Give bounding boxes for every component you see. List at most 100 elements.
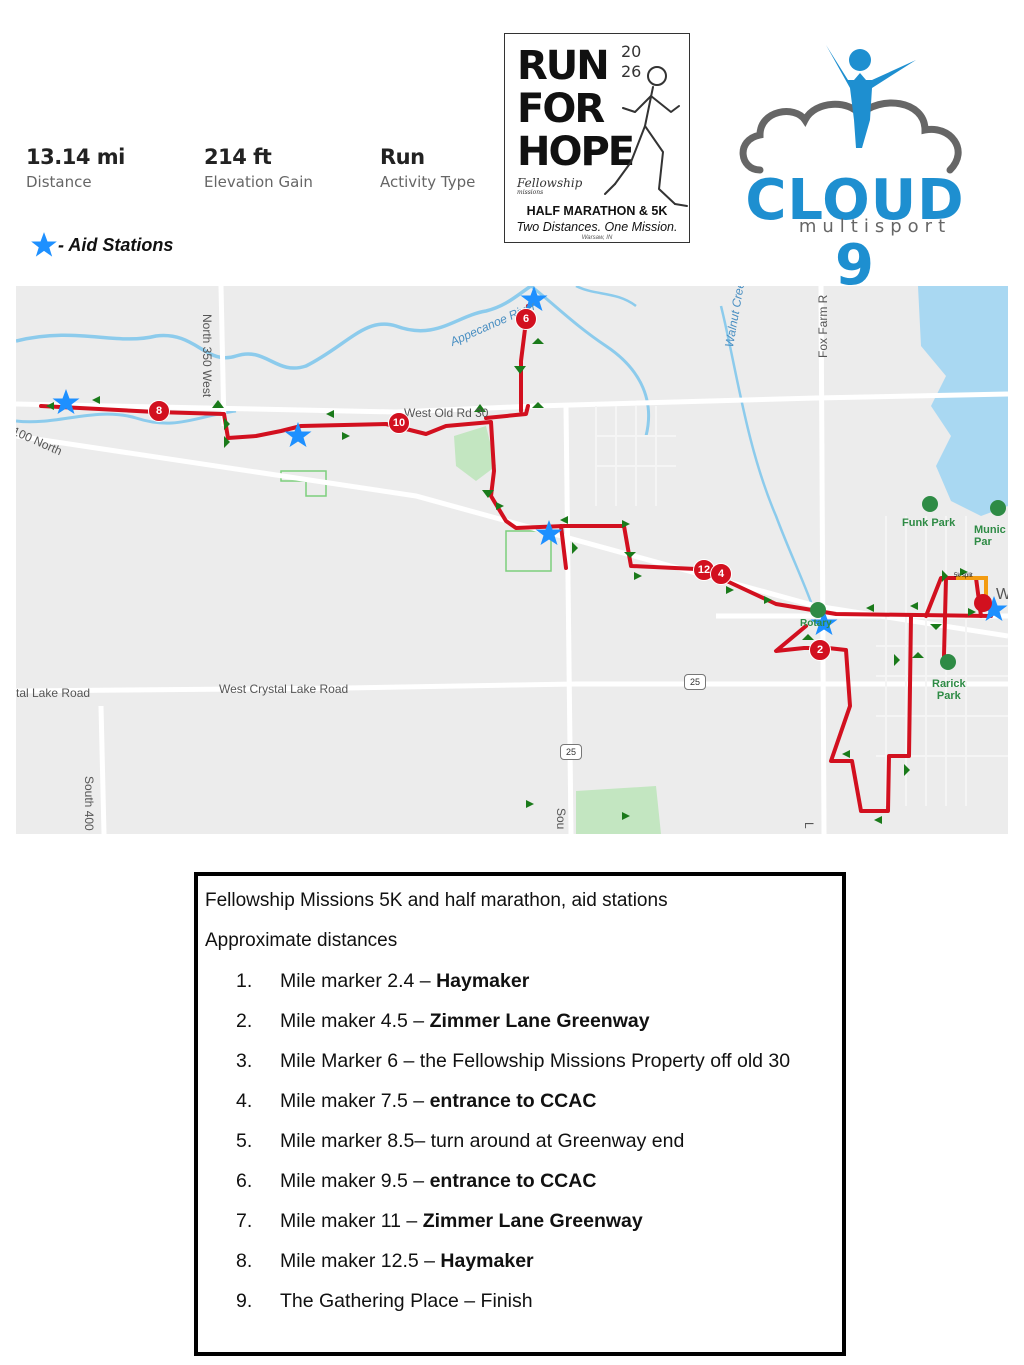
mile-marker: 4: [710, 563, 732, 585]
station-item: 3. Mile Marker 6 – the Fellowship Mission…: [236, 1050, 790, 1073]
direction-arrows: [46, 338, 976, 824]
logo-line: HOPE: [517, 129, 635, 175]
logo-line: FOR: [517, 86, 605, 132]
split-label: 5k split: [954, 573, 973, 579]
stat-elevation: 214 ft Elevation Gain: [204, 145, 374, 191]
station-location: Haymaker: [440, 1250, 534, 1272]
mile-marker: 8: [148, 400, 170, 422]
highway-shield: 25: [684, 674, 706, 690]
station-item: 2. Mile maker 4.5 – Zimmer Lane Greenway: [236, 1010, 650, 1033]
station-text: Mile maker 11 –: [280, 1210, 423, 1232]
station-text: Mile maker 12.5 –: [280, 1250, 441, 1272]
station-number: 8.: [236, 1250, 253, 1272]
mile-marker: 10: [388, 412, 410, 434]
station-item: 1.Mile marker 2.4 – Haymaker: [236, 970, 529, 993]
finish-marker: [974, 594, 992, 612]
station-number: 5.: [236, 1130, 253, 1152]
river: [530, 286, 651, 437]
river: [575, 286, 637, 308]
stat-label: Elevation Gain: [204, 173, 313, 191]
park-area: [576, 786, 661, 834]
cloud9-sub: multisport: [798, 216, 952, 237]
station-item: 8. Mile maker 12.5 – Haymaker: [236, 1250, 534, 1273]
road-label: Sou: [554, 808, 568, 830]
park-area: [280, 470, 327, 497]
road-label: North 350 West: [200, 314, 214, 398]
logo-tagline: Two Distances. One Mission.: [516, 220, 678, 234]
logo-org-sub: missions: [517, 189, 544, 196]
station-location: Zimmer Lane Greenway: [429, 1010, 650, 1032]
station-text: Mile marker 2.4 –: [280, 970, 437, 992]
station-text: Mile marker 8.5– turn around at Greenway…: [280, 1130, 685, 1152]
station-text: Mile Marker 6 – the Fellowship Missions …: [280, 1050, 791, 1072]
river: [16, 286, 532, 370]
station-location: Zimmer Lane Greenway: [422, 1210, 643, 1232]
info-subtitle: Approximate distances: [205, 930, 398, 951]
road-label: West Crystal Lake Road: [219, 682, 349, 696]
station-text: The Gathering Place – Finish: [280, 1290, 533, 1312]
stat-value: 13.14 mi: [26, 145, 125, 169]
lake: [918, 286, 1008, 516]
aid-station-legend: - Aid Stations: [30, 231, 173, 259]
mile-marker: 2: [809, 639, 831, 661]
star-icon: [31, 232, 57, 257]
town-label: W: [996, 586, 1008, 603]
logo-org: Fellowship: [517, 176, 583, 190]
run-for-hope-logo: RUN FOR HOPE 20 26 Fellowship missions H…: [504, 33, 690, 243]
station-number: 9.: [236, 1290, 253, 1312]
station-number: 6.: [236, 1170, 253, 1192]
station-item: 9. The Gathering Place – Finish: [236, 1290, 533, 1313]
logo-year: 20: [621, 42, 642, 61]
creek: [719, 305, 818, 617]
station-item: 6. Mile maker 9.5 – entrance to CCAC: [236, 1170, 596, 1193]
stat-value: Run: [380, 145, 425, 169]
road-label: L: [802, 822, 816, 829]
aid-station-info: Fellowship Missions 5K and half marathon…: [194, 872, 846, 1356]
station-number: 4.: [236, 1090, 253, 1112]
logo-year: 26: [621, 62, 642, 81]
road-label: Fox Farm R: [816, 294, 830, 358]
station-text: Mile maker 9.5 –: [280, 1170, 430, 1192]
logo-location: Warsaw, IN: [581, 235, 613, 241]
info-title: Fellowship Missions 5K and half marathon…: [205, 890, 668, 911]
logo-line: RUN: [517, 43, 610, 89]
park-label: Rotary: [800, 618, 832, 629]
race-route: [39, 304, 993, 813]
station-number: 2.: [236, 1010, 253, 1032]
cloud9-logo: CLOUD 9 multisport: [720, 40, 990, 298]
park-icons: [810, 496, 1006, 670]
stat-activity-type: Run Activity Type: [380, 145, 550, 191]
station-text: Mile maker 4.5 –: [280, 1010, 430, 1032]
runner-icon: [604, 66, 688, 207]
station-number: 7.: [236, 1210, 253, 1232]
race-route-map[interactable]: North 350 West West Old Rd 30 Appecanoe …: [16, 286, 1008, 834]
highway-shield: 25: [560, 744, 582, 760]
stat-label: Activity Type: [380, 173, 476, 191]
park-area: [454, 426, 496, 481]
station-location: Haymaker: [436, 970, 530, 992]
station-number: 3.: [236, 1050, 253, 1072]
stat-label: Distance: [26, 173, 92, 191]
park-label: Munic Par: [974, 524, 1006, 548]
road-label: tal Lake Road: [16, 686, 91, 700]
mile-marker: 6: [515, 308, 537, 330]
park-label: Rarick Park: [932, 678, 966, 702]
legend-label: - Aid Stations: [58, 234, 174, 255]
stat-value: 214 ft: [204, 145, 272, 169]
logo-event: HALF MARATHON & 5K: [526, 204, 668, 218]
river: [16, 409, 237, 425]
roads: [16, 286, 1008, 834]
map-canvas: [16, 286, 1008, 834]
road-label: South 400: [82, 776, 96, 831]
station-item: 7. Mile maker 11 – Zimmer Lane Greenway: [236, 1210, 643, 1233]
station-item: 5. Mile marker 8.5– turn around at Greenw…: [236, 1130, 684, 1153]
cloud9-name: CLOUD 9: [745, 168, 965, 298]
cloud-figure-icon: [739, 45, 962, 174]
stat-distance: 13.14 mi Distance: [26, 145, 196, 191]
station-location: entrance to CCAC: [429, 1170, 597, 1192]
station-item: 4.Mile maker 7.5 – entrance to CCAC: [236, 1090, 596, 1113]
park-label: Funk Park: [902, 517, 956, 529]
station-text: Mile maker 7.5 –: [280, 1090, 430, 1112]
5k-split-route: [956, 576, 988, 598]
aid-station-stars: [52, 286, 1008, 635]
